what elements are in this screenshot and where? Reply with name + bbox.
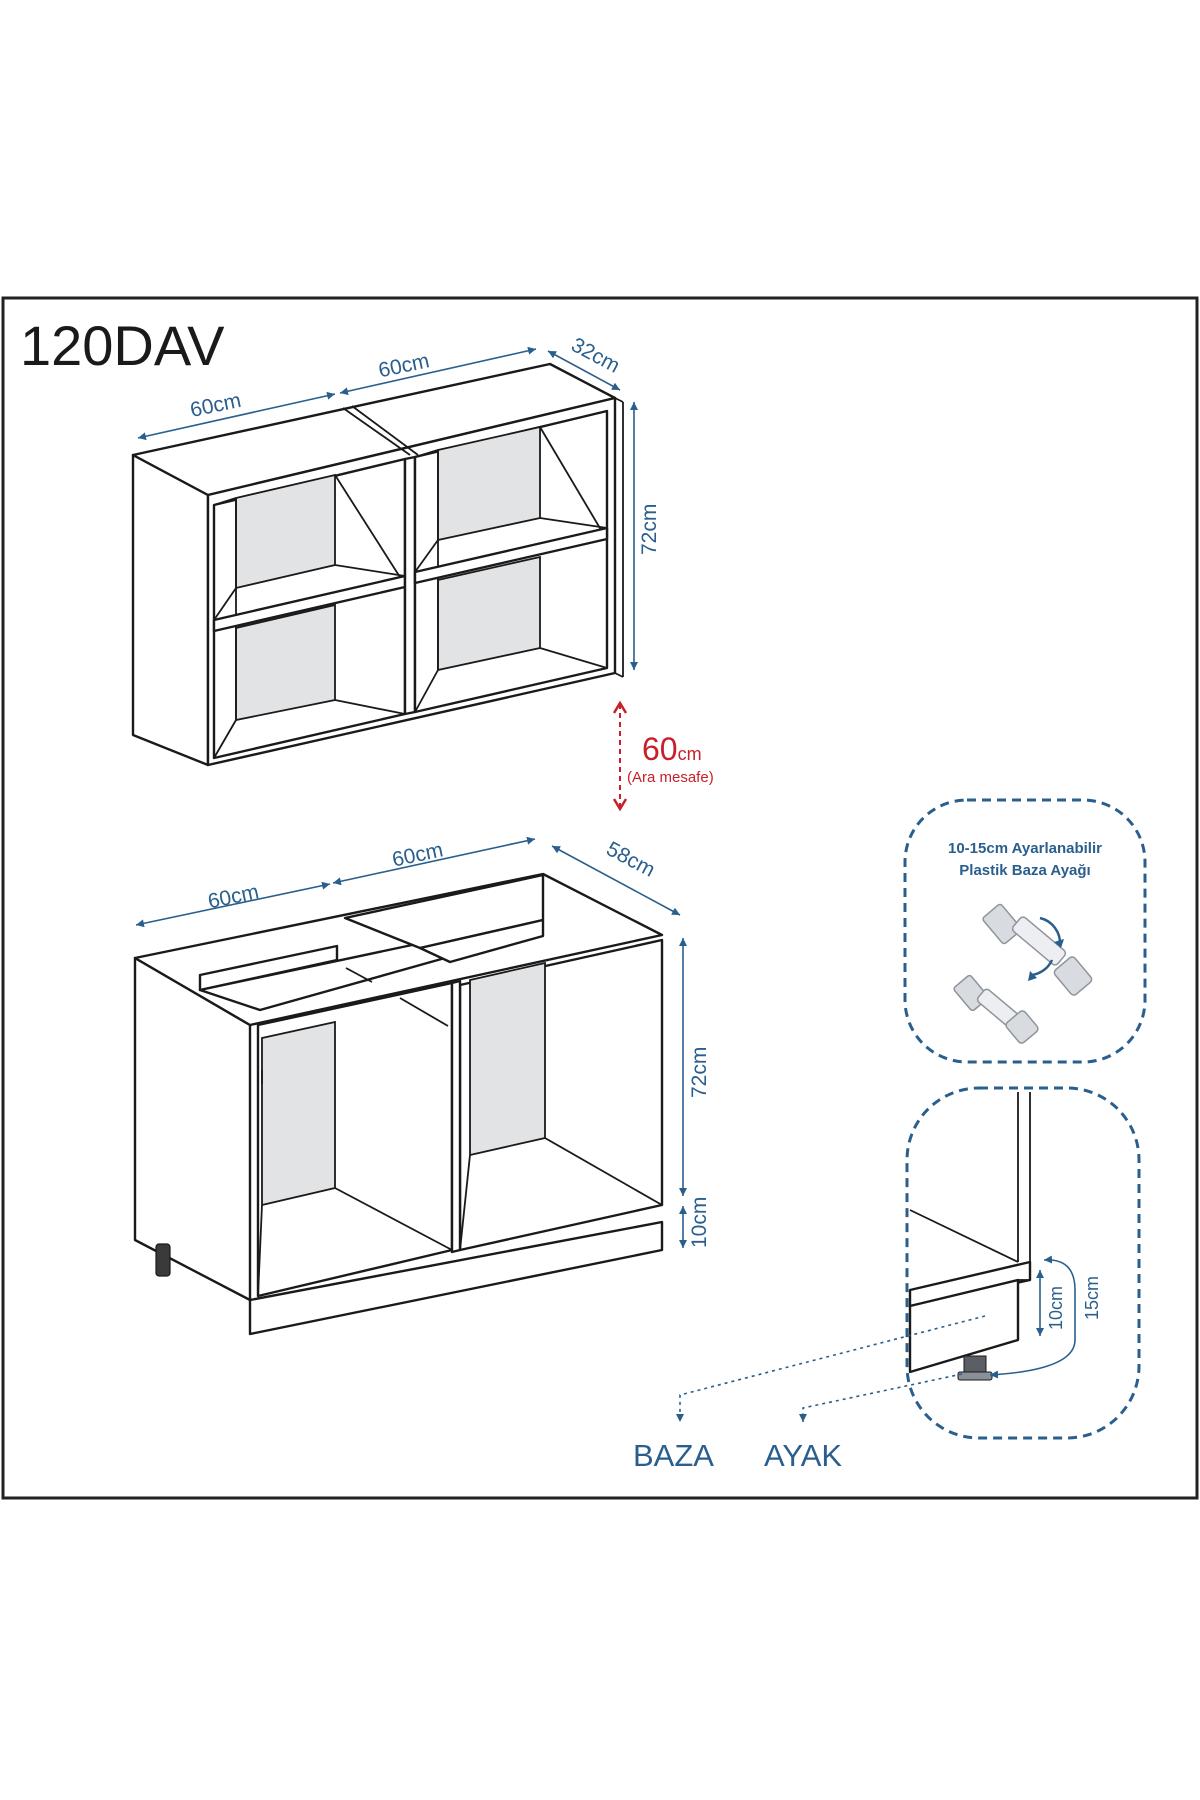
baza-pointer [676,1315,986,1422]
adjustable-leg-icon [982,903,1093,996]
base-depth-line [551,845,681,916]
plinth-detail: 10cm 15cm [905,1086,1141,1440]
base-width-left-line [135,881,331,928]
base-width-left-label: 60cm [206,880,261,913]
leg-callout-line1: 10-15cm Ayarlanabilir [948,840,1102,857]
detail-total-label: 15cm [1082,1276,1102,1320]
gap-unit: cm [678,744,702,764]
base-cabinet [133,872,664,1336]
base-width-right-label: 60cm [390,838,445,871]
base-plinth-label: 10cm [688,1197,711,1248]
wall-depth-label: 32cm [567,333,623,377]
gap-value: 60 [642,731,678,767]
detail-leg-icon [963,1355,987,1373]
base-depth-label: 58cm [603,837,659,881]
wall-depth-line [547,350,621,391]
ayak-pointer [799,1373,963,1422]
detail-box [905,1086,1141,1440]
wall-width-left-line [137,391,336,441]
wall-cabinet [131,362,624,767]
wall-height-label: 72cm [638,504,661,555]
ayak-leg [155,1243,171,1277]
legend-ayak: AYAK [764,1438,842,1473]
base-width-right-line [332,836,536,886]
outer-frame [1,296,1199,1500]
detail-total-arc [989,1255,1076,1379]
leg-callout: 10-15cm Ayarlanabilir Plastik Baza Ayağı [903,798,1147,1064]
gap-label: 60cm [642,731,702,767]
detail-plinth-label: 10cm [1046,1286,1066,1330]
wall-width-right-line [339,346,537,396]
wall-width-right-label: 60cm [376,349,431,382]
gap-note: (Ara mesafe) [627,769,714,786]
model-title: 120DAV [20,314,225,377]
gap-indicator: 60cm (Ara mesafe) [620,704,714,808]
leg-callout-line2: Plastik Baza Ayağı [959,862,1090,879]
short-leg-icon [953,974,1039,1044]
legend: BAZA AYAK [633,1315,986,1473]
base-height-label: 72cm [688,1047,711,1098]
legend-baza: BAZA [633,1438,714,1473]
